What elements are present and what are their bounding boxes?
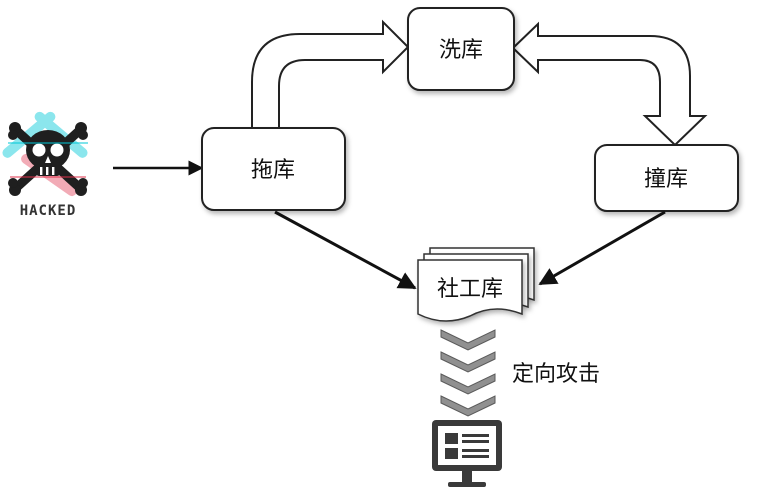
- node-wash-db: [407, 7, 515, 91]
- monitor-icon: [432, 420, 502, 487]
- node-drag-db-label: 拖库: [251, 158, 295, 183]
- skull-crossbones-icon: [2, 111, 88, 197]
- block-arrow-drag-to-wash: [251, 19, 410, 131]
- arrow-drag-to-social: [274, 210, 417, 290]
- hacked-text: HACKED: [20, 203, 77, 219]
- arrow-stuff-to-social: [538, 210, 666, 286]
- node-stuff-db: [594, 144, 739, 212]
- node-wash-db-label: 洗库: [439, 38, 483, 63]
- node-social-db-label: 社工库: [437, 277, 503, 302]
- attack-label: 定向攻击: [512, 362, 600, 387]
- node-stuff-db-label: 撞库: [644, 167, 688, 192]
- chevron-down-icon: [440, 329, 496, 417]
- node-drag-db: [201, 127, 346, 211]
- node-social-db: [417, 247, 535, 322]
- block-arrow-wash-stuff: [511, 21, 708, 147]
